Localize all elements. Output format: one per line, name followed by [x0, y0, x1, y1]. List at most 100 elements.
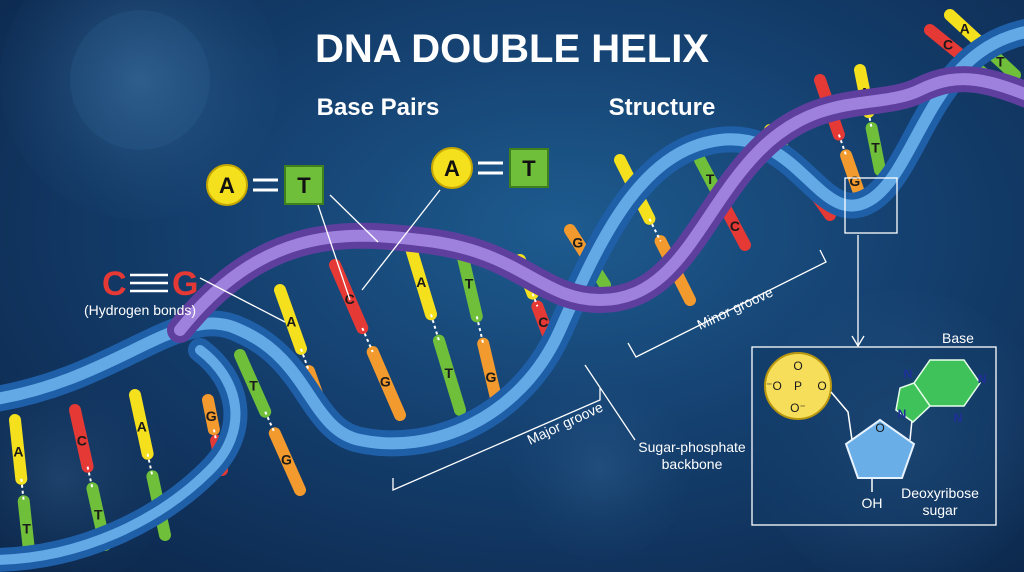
minor-groove-bracket	[627, 249, 827, 358]
rung-bottom-letter: G	[486, 369, 497, 385]
rung-bottom-base	[366, 346, 406, 421]
sugar-label-line1: Deoxyribose	[901, 485, 979, 501]
purine-n3: N	[954, 411, 963, 425]
rung-top-base	[924, 24, 970, 64]
rung-bottom-letter: T	[996, 54, 1005, 70]
phosphate-group	[764, 352, 832, 420]
hydrogen-bond	[430, 314, 440, 341]
thymine-square	[284, 165, 324, 205]
pair-a-t-1: A T	[206, 164, 324, 206]
rung-top-letter: T	[249, 377, 258, 393]
adenine-circle	[206, 164, 248, 206]
phosphate-sugar-bond	[830, 391, 853, 441]
rung-bottom-letter: T	[871, 140, 880, 156]
hydrogen-bond	[20, 478, 25, 502]
purine-n4: N	[898, 407, 907, 421]
purine-five-ring	[895, 382, 931, 423]
hydrogen-bond	[531, 293, 539, 307]
rung-top-base	[404, 239, 437, 321]
rung-bottom-letter: T	[444, 365, 453, 381]
rung-bottom-base	[433, 334, 466, 416]
pair-3-left: C	[102, 265, 127, 303]
minor-groove-label: Minor groove	[695, 284, 776, 333]
rung-top-base	[9, 414, 28, 485]
thymine-square	[509, 148, 549, 188]
rung-top-letter: A	[13, 444, 23, 460]
rung-top-base	[234, 349, 272, 418]
rung-top-letter: G	[206, 408, 217, 424]
pair-2-right: T	[522, 156, 536, 181]
hydrogen-bond	[837, 134, 848, 156]
phosphate-o-left: ⁻O	[766, 379, 782, 393]
hydrogen-bonds-note: (Hydrogen bonds)	[84, 302, 196, 318]
rung-top-letter: T	[465, 275, 474, 291]
rung-top-letter: A	[960, 21, 970, 37]
arrow-head	[851, 335, 865, 348]
arrow-line	[317, 204, 351, 301]
zoom-box	[844, 177, 898, 234]
rung-bottom-letter: C	[538, 314, 548, 330]
pair-2-left: A	[444, 156, 460, 181]
phosphate-o-right: O	[817, 379, 826, 393]
rung-top-letter: A	[286, 314, 296, 330]
section-title-structure: Structure	[609, 94, 716, 121]
arrow-line	[361, 189, 441, 291]
ring-oxygen: O	[875, 421, 884, 435]
arrow-line	[199, 277, 286, 323]
rung-bottom-letter: C	[730, 218, 740, 234]
rung-top-base	[564, 224, 591, 260]
pair-3-right: G	[172, 265, 198, 303]
hydrogen-bond	[300, 348, 310, 372]
hydrogen-bond	[86, 466, 94, 489]
page-title: DNA DOUBLE HELIX	[315, 27, 709, 71]
backbone-label-line1: Sugar-phosphate	[638, 439, 746, 455]
rung-bottom-letter: G	[849, 173, 860, 189]
phosphate-p: P	[794, 379, 802, 393]
rung-top-base	[274, 284, 307, 355]
rung-top-base	[944, 9, 984, 47]
purple-strand-highlight	[174, 73, 1024, 336]
hydrogen-bond	[361, 327, 374, 353]
blue-strand-lower-highlight	[0, 345, 241, 565]
purine-n1: N	[904, 367, 913, 381]
backbone-label-line2: backbone	[662, 456, 723, 472]
pair-1-left: A	[219, 173, 235, 198]
oh-label: OH	[862, 495, 883, 511]
phosphate-o-top: O	[793, 359, 802, 373]
rung-top-letter: G	[572, 234, 583, 250]
rung-bottom-letter: T	[22, 521, 31, 537]
rung-bottom-base	[268, 427, 306, 496]
major-groove-bracket	[392, 388, 601, 491]
rung-top-letter: A	[137, 419, 147, 435]
rung-bottom-letter: T	[94, 507, 103, 523]
deoxyribose-sugar	[844, 418, 916, 479]
rung-top-base	[202, 394, 220, 436]
blue-strand-highlight	[0, 26, 1024, 450]
rung-top-letter: C	[77, 432, 87, 448]
pointer-arrows	[199, 189, 865, 441]
rung-bottom-letter: G	[380, 373, 391, 389]
pair-a-t-2: A T	[431, 147, 549, 189]
rung-top-base	[69, 404, 94, 473]
hydrogen-bond	[648, 218, 662, 242]
groove-brackets	[392, 177, 898, 491]
rung-top-letter: C	[943, 37, 953, 53]
nucleotide-inset: O ⁻O P O O⁻ O OH Deoxyribose sugar N N N…	[751, 330, 997, 526]
base-label: Base	[942, 330, 974, 346]
hydrogen-bond	[264, 411, 276, 434]
purine-n2: N	[978, 372, 987, 386]
arrow-line	[329, 194, 379, 243]
pair-1-right: T	[297, 173, 311, 198]
arrow-line	[584, 364, 636, 441]
rung-top-base	[129, 389, 154, 460]
rung-bottom-letter: G	[281, 452, 292, 468]
hydrogen-bond	[212, 429, 218, 441]
rung-bottom-base	[865, 122, 886, 176]
rung-bottom-base	[720, 203, 751, 251]
phosphate-o-bottom: O⁻	[790, 401, 806, 415]
section-title-base-pairs: Base Pairs	[317, 94, 440, 121]
adenine-circle	[431, 147, 473, 189]
hydrogen-bond	[475, 316, 485, 344]
rung-top-letter: T	[706, 171, 715, 187]
